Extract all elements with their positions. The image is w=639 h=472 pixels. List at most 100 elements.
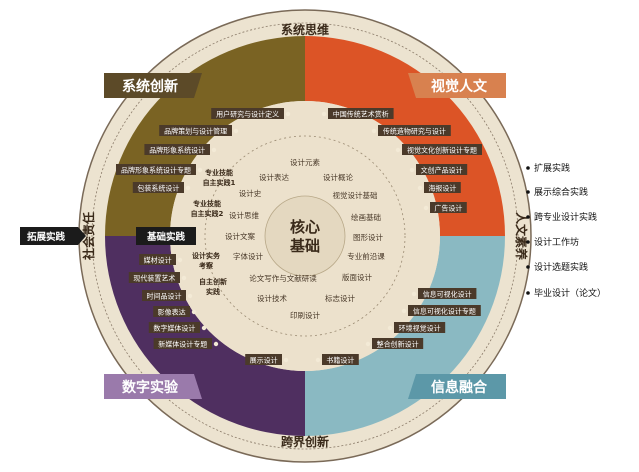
- course-chip-box: [142, 290, 186, 301]
- quadrant-label-tl: 系统创新: [122, 78, 178, 95]
- inner-course-label: 设计概论: [323, 172, 353, 182]
- connector-dot: [191, 309, 197, 315]
- course-chip-visual-0: 中国传统艺术赏析: [321, 108, 394, 119]
- course-chip-box: [416, 164, 468, 175]
- inner-course-labels: 设计元素设计概论视觉设计基础绘画基础图形设计专业前沿课版面设计标志设计印刷设计设…: [225, 157, 385, 320]
- inner-tag-3: 设计实务 考察: [192, 251, 221, 270]
- course-chip-label: 媒材设计: [144, 256, 172, 265]
- course-chip-label: 品牌形象系统设计专题: [121, 166, 191, 175]
- course-chip-label: 用户研究与设计定义: [216, 110, 279, 119]
- course-chip-label: 新媒体设计专题: [158, 340, 207, 349]
- right-list-label: 毕业设计（论文）: [534, 287, 606, 299]
- course-chip-box: [116, 164, 196, 175]
- course-chip-label: 中国传统艺术赏析: [333, 110, 389, 119]
- bullet-dot: [526, 265, 530, 269]
- connector-dot: [417, 185, 423, 191]
- inner-course-label: 设计元素: [290, 157, 320, 167]
- ring-label-bottom: 跨界创新: [281, 434, 329, 449]
- course-chip-box: [402, 144, 482, 155]
- course-chip-label: 信息可视化设计专题: [413, 307, 476, 316]
- inner-course-label: 论文写作与文献研读: [249, 273, 317, 283]
- course-chip-label: 海报设计: [428, 184, 456, 193]
- connector-dot: [213, 341, 219, 347]
- connector-dot: [185, 185, 191, 191]
- inner-tag-2-line2: 自主实践2: [191, 209, 224, 218]
- right-list-label: 设计工作坊: [534, 236, 579, 248]
- course-chip-label: 数字媒体设计: [153, 324, 195, 333]
- right-list-item: 跨专业设计实践: [526, 211, 597, 223]
- course-chip-box: [424, 182, 461, 193]
- quadrant-tag-bl: 数字实验: [104, 374, 202, 399]
- tab-basic-practice-label: 基础实践: [146, 231, 186, 243]
- course-chip-box: [139, 254, 176, 265]
- course-chip-label: 传统造物研究与设计: [383, 127, 446, 136]
- inner-tag-1-line2: 自主实践1: [203, 178, 236, 187]
- course-chip-digital-2: 时间品设计: [142, 290, 193, 301]
- course-chip-label: 影像表达: [158, 308, 186, 317]
- inner-tag-2: 专业技能 自主实践2: [191, 199, 224, 218]
- course-chip-system-2: 品牌形象系统设计: [144, 144, 217, 155]
- course-chip-label: 信息可视化设计: [423, 290, 472, 299]
- inner-course-label: 设计技术: [257, 293, 287, 303]
- inner-course-label: 设计表达: [259, 172, 289, 182]
- bullet-dot: [526, 166, 530, 170]
- quadrant-digital-experiment: [105, 236, 305, 436]
- connector-dot: [371, 128, 377, 134]
- connector-dot: [321, 111, 327, 117]
- connector-dot: [365, 341, 371, 347]
- tab-expand-practice-label: 拓展实践: [27, 231, 66, 243]
- course-chip-box: [153, 306, 190, 317]
- quadrant-label-br: 信息融合: [431, 379, 488, 396]
- connector-dot: [395, 147, 401, 153]
- connector-dot: [423, 205, 429, 211]
- course-chip-system-4: 包装系统设计: [132, 182, 191, 193]
- course-chip-label: 文创产品设计: [421, 166, 463, 175]
- course-chip-system-1: 品牌策划与设计管理: [159, 125, 239, 136]
- connector-dot: [283, 357, 289, 363]
- connector-dot: [201, 325, 207, 331]
- course-chip-box: [378, 125, 451, 136]
- course-chip-box: [245, 354, 282, 365]
- course-chip-box: [148, 322, 200, 333]
- course-chip-info-3: 整合创新设计: [365, 338, 424, 349]
- quadrant-label-tr: 视觉人文: [431, 78, 488, 95]
- connector-dot: [401, 308, 407, 314]
- course-chip-info-1: 信息可视化设计专题: [401, 305, 481, 316]
- tab-basic-practice: 基础实践: [136, 227, 196, 245]
- course-chip-box: [211, 108, 284, 119]
- course-chips: 用户研究与设计定义品牌策划与设计管理品牌形象系统设计品牌形象系统设计专题包装系统…: [116, 108, 482, 365]
- connector-dot: [181, 275, 187, 281]
- quadrant-tag-br: 信息融合: [408, 374, 506, 399]
- connector-dot: [187, 293, 193, 299]
- course-chip-digital-3: 影像表达: [153, 306, 197, 317]
- inner-tag-3-line2: 考察: [199, 261, 214, 270]
- inner-course-label: 印刷设计: [290, 310, 320, 320]
- connector-dot: [285, 111, 291, 117]
- course-chip-digital-4: 数字媒体设计: [148, 322, 207, 333]
- inner-tag-4: 自主创新 实践: [199, 277, 227, 296]
- inner-disc: [170, 101, 440, 371]
- right-list-label: 展示综合实践: [534, 186, 588, 198]
- course-chip-label: 时间品设计: [147, 292, 182, 301]
- center-title-line2: 基础: [289, 237, 320, 255]
- inner-course-label: 设计文案: [225, 231, 255, 241]
- course-chip-box: [144, 144, 210, 155]
- course-chip-digital-1: 现代装置艺术: [128, 272, 187, 283]
- course-chip-label: 视觉文化创新设计专题: [407, 146, 477, 155]
- inner-course-label: 版面设计: [342, 272, 372, 282]
- inner-course-label: 专业前沿课: [347, 251, 385, 261]
- inner-course-label: 设计思维: [229, 210, 259, 220]
- course-chip-box: [322, 354, 359, 365]
- connector-dot: [387, 325, 393, 331]
- course-chip-box: [430, 202, 467, 213]
- course-chip-visual-3: 文创产品设计: [409, 164, 468, 175]
- connector-dot: [315, 357, 321, 363]
- connector-dot: [211, 147, 217, 153]
- course-chip-label: 环境视觉设计: [399, 324, 441, 333]
- connector-dot: [177, 257, 183, 263]
- course-chip-box: [372, 338, 424, 349]
- course-chip-visual-1: 传统造物研究与设计: [371, 125, 451, 136]
- inner-tag-2-line1: 专业技能: [193, 199, 221, 208]
- bullet-dot: [526, 240, 530, 244]
